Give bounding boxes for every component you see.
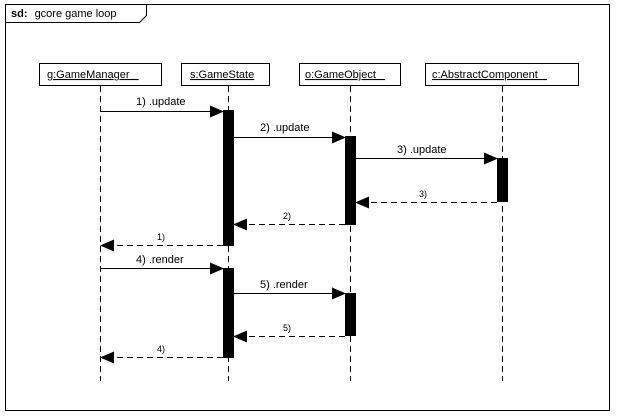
message-render-5: 5) .render: [234, 279, 346, 300]
return-label: 1): [157, 232, 165, 242]
message-update-3: 3) .update: [356, 144, 498, 165]
message-label: 3) .update: [397, 144, 447, 156]
lifeline-label: c:AbstractComponent: [432, 69, 547, 81]
lifeline-head: [299, 63, 401, 86]
activation-game-object-update: [345, 136, 356, 225]
message-render-4: 4) .render: [101, 254, 224, 275]
lifeline-head: [425, 63, 579, 86]
return-4: 4): [100, 344, 223, 364]
message-label: 4) .render: [136, 254, 184, 266]
return-5: 5): [233, 323, 345, 343]
frame-name: gcore game loop: [35, 8, 117, 20]
return-label: 2): [283, 211, 291, 221]
message-label: 5) .render: [260, 279, 308, 291]
activation-abstract-component-update: [497, 158, 508, 202]
frame-title-tab: [5, 4, 147, 23]
activation-game-state-render: [223, 268, 234, 358]
return-label: 4): [157, 344, 165, 354]
return-1: 1): [100, 232, 223, 252]
return-label: 5): [283, 323, 291, 333]
return-3: 3): [355, 189, 497, 209]
lifeline-head: [181, 63, 270, 86]
message-update-2: 2) .update: [234, 122, 346, 144]
lifeline-head: [39, 63, 162, 86]
activation-game-state-update: [223, 110, 234, 246]
activation-game-object-render: [345, 293, 356, 336]
frame-title: sd: gcore game loop: [11, 8, 117, 20]
lifeline-label: s:GameState: [190, 69, 254, 81]
return-label: 3): [419, 189, 427, 199]
return-2: 2): [233, 211, 345, 231]
lifeline-label: g:GameManager: [47, 69, 139, 81]
frame-kind: sd:: [11, 8, 28, 20]
lifeline-abstract-component: c:AbstractComponent: [425, 63, 579, 381]
lifeline-game-manager: g:GameManager: [39, 63, 162, 381]
lifeline-label: o:GameObject: [305, 69, 385, 81]
lifeline-game-state: s:GameState: [181, 63, 270, 381]
message-label: 2) .update: [260, 122, 310, 134]
message-update-1: 1) .update: [101, 96, 224, 118]
message-label: 1) .update: [136, 96, 186, 108]
